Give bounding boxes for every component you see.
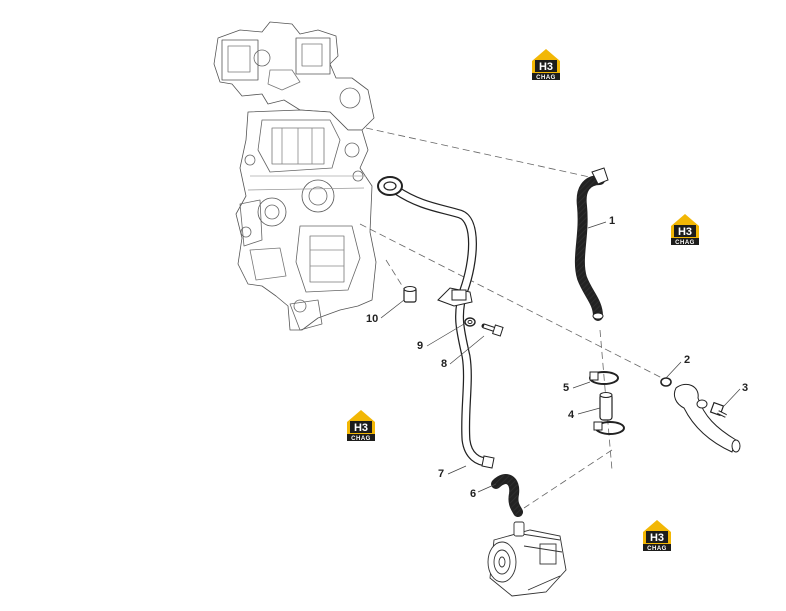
svg-text:H3: H3 [678, 226, 692, 238]
washer-small [464, 317, 476, 327]
callout-2: 2 [684, 354, 691, 366]
house-logo-icon: H3 CHAG [643, 520, 671, 552]
callout-6: 6 [470, 488, 477, 500]
svg-text:CHAG: CHAG [675, 240, 695, 246]
svg-text:H3: H3 [539, 61, 553, 73]
bolt-small [709, 401, 727, 418]
hose-clamp-lower [593, 421, 625, 435]
assembly-lines [359, 127, 663, 509]
svg-text:CHAG: CHAG [536, 75, 556, 81]
callout-10: 10 [366, 313, 379, 325]
callout-3: 3 [742, 382, 749, 394]
hose-upper [574, 167, 609, 321]
svg-text:H3: H3 [354, 422, 368, 434]
callout-1: 1 [609, 215, 616, 227]
hose-clamp-upper [589, 371, 619, 385]
house-logo-icon: H3 CHAG [347, 410, 375, 442]
hose-lower [491, 474, 523, 517]
connector-sleeve [599, 392, 613, 421]
watermark-logo: H3 CHAG [344, 408, 378, 442]
callout-8: 8 [441, 358, 448, 370]
bolt-long [481, 323, 504, 337]
oil-cooler-housing [487, 521, 567, 597]
svg-text:CHAG: CHAG [351, 436, 371, 442]
pipe-clamp [437, 287, 473, 307]
oil-pipe [377, 176, 495, 469]
callout-9: 9 [417, 340, 424, 352]
sleeve-part [403, 286, 417, 303]
watermark-logo: H3 CHAG [529, 47, 563, 81]
callout-7: 7 [438, 468, 445, 480]
fitting-elbow [673, 383, 741, 453]
engine-block [213, 21, 377, 331]
svg-text:H3: H3 [650, 532, 664, 544]
house-logo-icon: H3 CHAG [532, 49, 560, 81]
callout-5: 5 [563, 382, 570, 394]
callout-4: 4 [568, 409, 575, 421]
svg-text:CHAG: CHAG [647, 546, 667, 552]
leader-lines [380, 221, 741, 493]
o-ring [660, 377, 672, 387]
watermark-logo: H3 CHAG [668, 212, 702, 246]
watermark-logo: H3 CHAG [640, 518, 674, 552]
house-logo-icon: H3 CHAG [671, 214, 699, 246]
